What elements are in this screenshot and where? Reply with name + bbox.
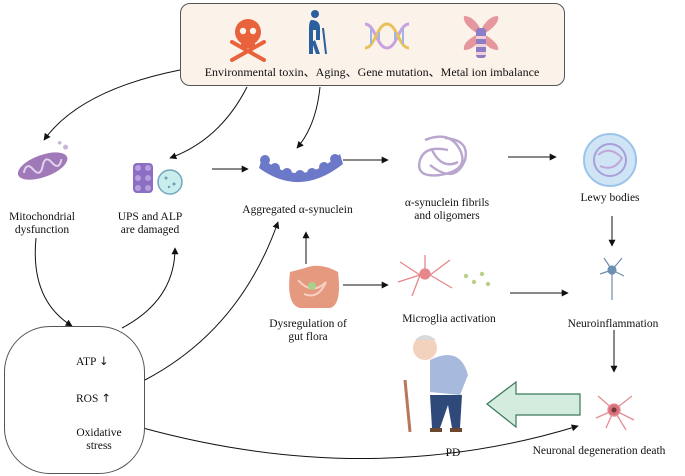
lewy-body-illustration: [583, 133, 637, 187]
arrow-down-icon: ↓: [98, 354, 109, 368]
aggregated-synuclein-illustration: [259, 154, 343, 183]
label-lewy-bodies: Lewy bodies: [580, 192, 640, 204]
chromosome-icon: [463, 16, 499, 58]
arrow-biobox-to-death: [142, 424, 579, 459]
biomarker-box: [4, 326, 145, 474]
microglia-illustration: [397, 255, 491, 297]
arrow-causes-to-aggregate: [296, 86, 321, 149]
skull-crossbones-icon: [230, 19, 266, 62]
pd-patient-illustration: [403, 335, 468, 433]
degenerating-neuron-illustration: [595, 395, 635, 431]
proteasome-lysosome-illustration: [133, 163, 183, 195]
causes-text: Environmental toxin、Aging、Gene mutation、…: [204, 65, 540, 79]
arrow-mito-to-biobox: [34, 237, 73, 327]
label-aggregated-synuclein: Aggregated α-synuclein: [242, 204, 353, 216]
big-arrow-to-pd: [486, 380, 581, 429]
label-ros: ROS ↑: [76, 391, 111, 406]
arrow-causes-to-mito: [43, 69, 181, 141]
arrow-biobox-to-aggregate: [144, 221, 280, 381]
label-pd: PD: [445, 447, 461, 459]
gut-flora-illustration: [289, 265, 339, 308]
arrow-up-icon: ↑: [101, 391, 111, 405]
arrow-causes-to-ups: [169, 86, 248, 160]
synuclein-fibrils-illustration: [418, 135, 467, 177]
label-atp: ATP ↓: [76, 354, 109, 369]
elderly-person-with-cane-icon: [309, 10, 327, 55]
arrow-biobox-to-ups: [121, 247, 179, 329]
label-neuronal-degeneration-death: Neuronal degeneration death: [532, 445, 666, 457]
dna-helix-icon: [364, 22, 410, 50]
neuron-inflammation-illustration: [599, 257, 625, 300]
mitochondrion-illustration: [17, 141, 69, 180]
label-neuroinflammation: Neuroinflammation: [567, 318, 659, 330]
label-microglia-activation: Microglia activation: [402, 313, 496, 325]
